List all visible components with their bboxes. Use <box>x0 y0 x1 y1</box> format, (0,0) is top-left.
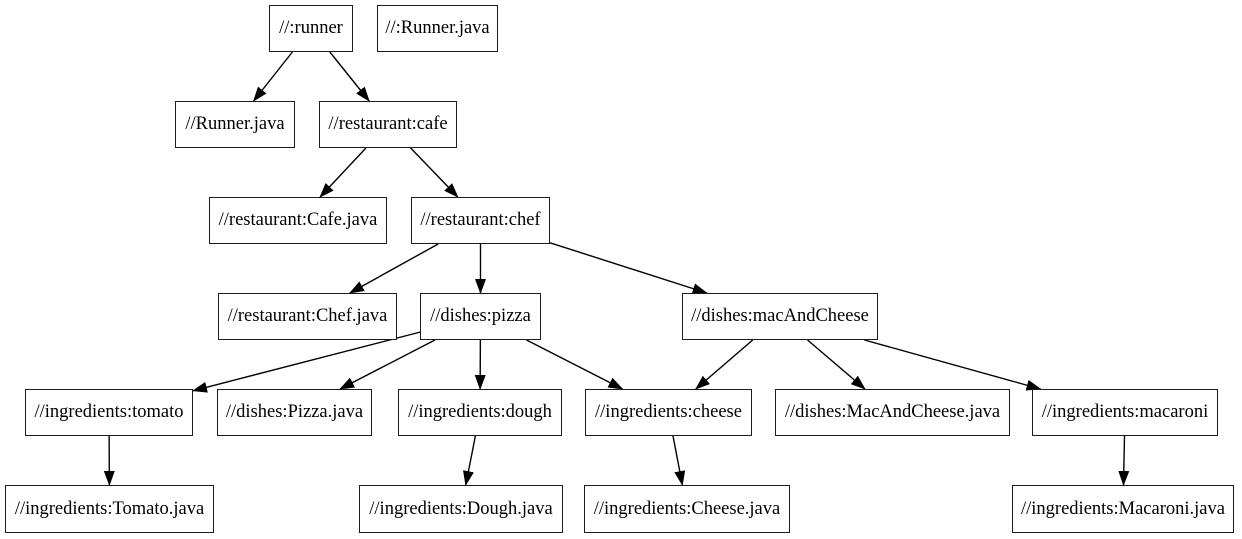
graph-edge-runner-to-restaurant-cafe <box>329 51 370 102</box>
graph-node-runner: //:runner <box>269 5 353 52</box>
graph-edge-dishes-pizza-to-ingredients-tomato <box>192 331 421 393</box>
graph-node-ingredients-tomato: //ingredients:tomato <box>25 389 193 436</box>
graph-node-restaurant-cafe: //restaurant:cafe <box>319 101 457 148</box>
graph-node-ingredients-cheese: //ingredients:cheese <box>585 389 752 436</box>
graph-edge-ingredients-cheese-to-ingredients-cheese-java <box>672 435 686 486</box>
graph-node-dishes-pizza-java: //dishes:Pizza.java <box>217 389 372 436</box>
graph-edge-restaurant-chef-to-restaurant-chef-java <box>348 243 439 294</box>
edge-group <box>103 51 1130 486</box>
graph-node-dishes-mac-and-cheese-java: //dishes:MacAndCheese.java <box>775 389 1010 436</box>
graph-edge-dishes-pizza-to-ingredients-cheese <box>526 339 624 390</box>
graph-node-ingredients-tomato-java: //ingredients:Tomato.java <box>5 485 214 533</box>
graph-node-runner-java-root: //:Runner.java <box>377 5 498 52</box>
graph-node-runner-java: //Runner.java <box>175 101 295 148</box>
graph-edge-restaurant-cafe-to-restaurant-cafe-java <box>319 147 367 198</box>
graph-node-restaurant-chef: //restaurant:chef <box>411 197 550 244</box>
graph-node-restaurant-chef-java: //restaurant:Chef.java <box>218 293 397 340</box>
graph-edge-runner-to-runner-java <box>252 51 293 102</box>
graph-node-ingredients-macaroni: //ingredients:macaroni <box>1032 389 1218 436</box>
graph-node-ingredients-dough: //ingredients:dough <box>398 389 562 436</box>
graph-node-dishes-mac-and-cheese: //dishes:macAndCheese <box>682 293 878 340</box>
graph-node-restaurant-cafe-java: //restaurant:Cafe.java <box>209 197 387 244</box>
graph-edge-dishes-mac-and-cheese-to-ingredients-cheese <box>695 339 754 390</box>
graph-edge-dishes-pizza-to-dishes-pizza-java <box>339 339 436 390</box>
graph-edge-ingredients-dough-to-ingredients-dough-java <box>463 435 477 486</box>
graph-edge-dishes-mac-and-cheese-to-ingredients-macaroni <box>864 339 1042 391</box>
graph-node-dishes-pizza: //dishes:pizza <box>420 293 541 340</box>
graph-edge-restaurant-cafe-to-restaurant-chef <box>410 147 459 198</box>
graph-node-ingredients-dough-java: //ingredients:Dough.java <box>359 485 563 533</box>
graph-edge-dishes-mac-and-cheese-to-dishes-mac-and-cheese-java <box>807 339 866 390</box>
graph-node-ingredients-macaroni-java: //ingredients:Macaroni.java <box>1012 485 1234 533</box>
graph-node-ingredients-cheese-java: //ingredients:Cheese.java <box>584 485 790 533</box>
graph-edge-restaurant-chef-to-dishes-mac-and-cheese <box>549 242 708 294</box>
graph-edge-ingredients-macaroni-to-ingredients-macaroni-java <box>1118 435 1130 486</box>
